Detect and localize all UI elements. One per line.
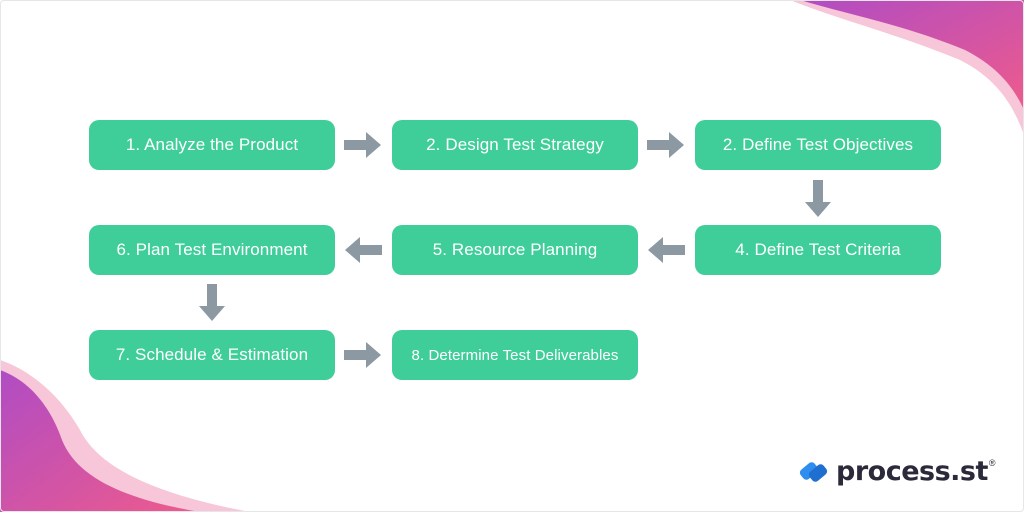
- process-st-logo-icon: [799, 462, 828, 482]
- top-right-blob: [800, 0, 1024, 110]
- step-3-define-test-objectives: 2. Define Test Objectives: [695, 120, 941, 170]
- step-2-design-test-strategy: 2. Design Test Strategy: [392, 120, 638, 170]
- step-6-plan-test-environment: 6. Plan Test Environment: [89, 225, 335, 275]
- arrow-left-icon: [648, 237, 685, 263]
- step-1-analyze-product: 1. Analyze the Product: [89, 120, 335, 170]
- process-st-logo: process.st ®: [798, 452, 996, 490]
- step-5-resource-planning: 5. Resource Planning: [392, 225, 638, 275]
- arrow-down-icon: [199, 284, 225, 321]
- step-7-schedule-estimation: 7. Schedule & Estimation: [89, 330, 335, 380]
- arrow-right-icon: [647, 132, 684, 158]
- arrow-right-icon: [344, 132, 381, 158]
- arrow-right-icon: [344, 342, 381, 368]
- logo-text: process.st: [836, 455, 988, 487]
- logo-registered-mark: ®: [988, 458, 996, 468]
- step-8-determine-test-deliverables: 8. Determine Test Deliverables: [392, 330, 638, 380]
- step-4-define-test-criteria: 4. Define Test Criteria: [695, 225, 941, 275]
- bottom-left-blob: [0, 370, 200, 512]
- arrow-left-icon: [345, 237, 382, 263]
- arrow-down-icon: [805, 180, 831, 217]
